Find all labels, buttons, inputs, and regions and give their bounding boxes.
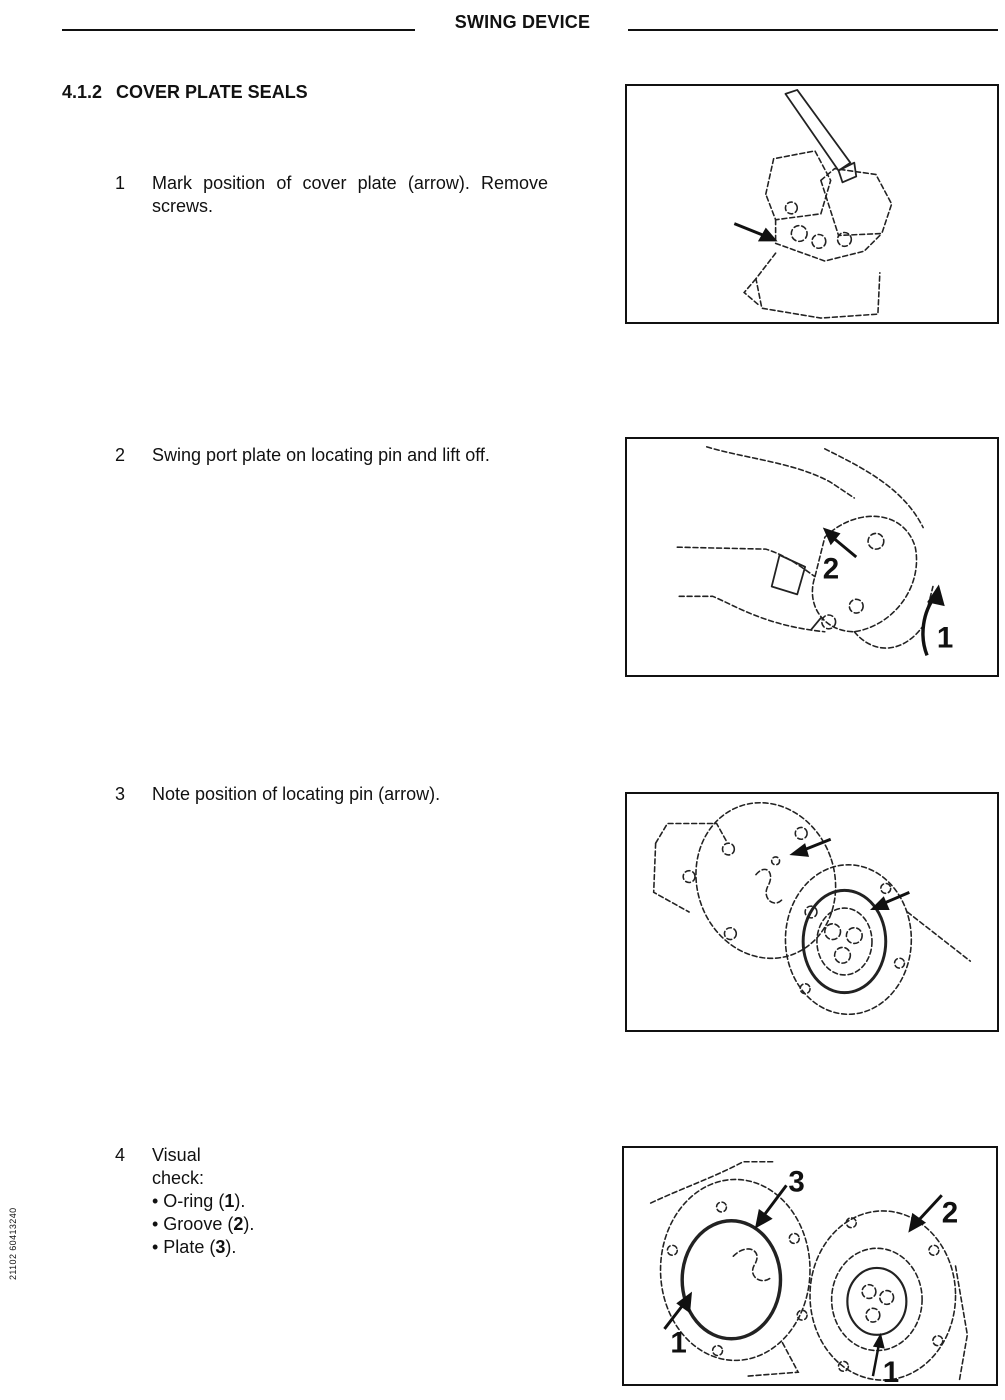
step-text: Mark position of cover plate (arrow). Re… bbox=[152, 173, 548, 216]
bullet-groove: • Groove (2). bbox=[152, 1214, 255, 1234]
step-number: 3 bbox=[115, 784, 126, 804]
bullet-plate: • Plate (3). bbox=[152, 1237, 237, 1257]
illustration-hex-key-on-motor bbox=[733, 89, 893, 319]
callout-2: 2 bbox=[942, 1197, 958, 1230]
step-text: Note position of locating pin (arrow). bbox=[152, 784, 441, 804]
illustration-hands-lifting-plate: 2 1 bbox=[676, 446, 953, 656]
figure-locating-pin bbox=[625, 792, 999, 1032]
step-text: Swing port plate on locating pin and lif… bbox=[152, 445, 490, 465]
illustration-open-housing bbox=[652, 801, 972, 1016]
step-number: 2 bbox=[115, 445, 126, 465]
step-text-block: Visual check: • O-ring (1). • Groove (2)… bbox=[152, 1144, 254, 1259]
document-code: 21102 60413240 bbox=[8, 1207, 18, 1280]
callout-3: 3 bbox=[788, 1165, 804, 1198]
callout-2: 2 bbox=[823, 553, 839, 586]
step-text: Visual check: bbox=[152, 1145, 205, 1188]
figure-cover-plate-screws bbox=[625, 84, 999, 324]
section-number: 4.1.2 bbox=[62, 82, 103, 102]
step-number: 1 bbox=[115, 173, 126, 193]
illustration-o-ring-groove-plate: 3 2 1 1 bbox=[649, 1160, 969, 1384]
bullet-o-ring: • O-ring (1). bbox=[152, 1191, 246, 1211]
header-rule-left bbox=[62, 29, 415, 31]
callout-1: 1 bbox=[937, 621, 953, 654]
callout-1-left: 1 bbox=[670, 1327, 686, 1360]
page-header-title: SWING DEVICE bbox=[454, 12, 591, 32]
header-rule-right bbox=[628, 29, 998, 31]
section-title: 4.1.2 COVER PLATE SEALS bbox=[62, 82, 308, 103]
figure-visual-check: 3 2 1 1 bbox=[622, 1146, 998, 1386]
callout-1-right: 1 bbox=[883, 1356, 899, 1384]
section-title-text: COVER PLATE SEALS bbox=[116, 82, 308, 102]
step-number: 4 bbox=[115, 1145, 126, 1165]
figure-swing-port-plate: 2 1 bbox=[625, 437, 999, 677]
